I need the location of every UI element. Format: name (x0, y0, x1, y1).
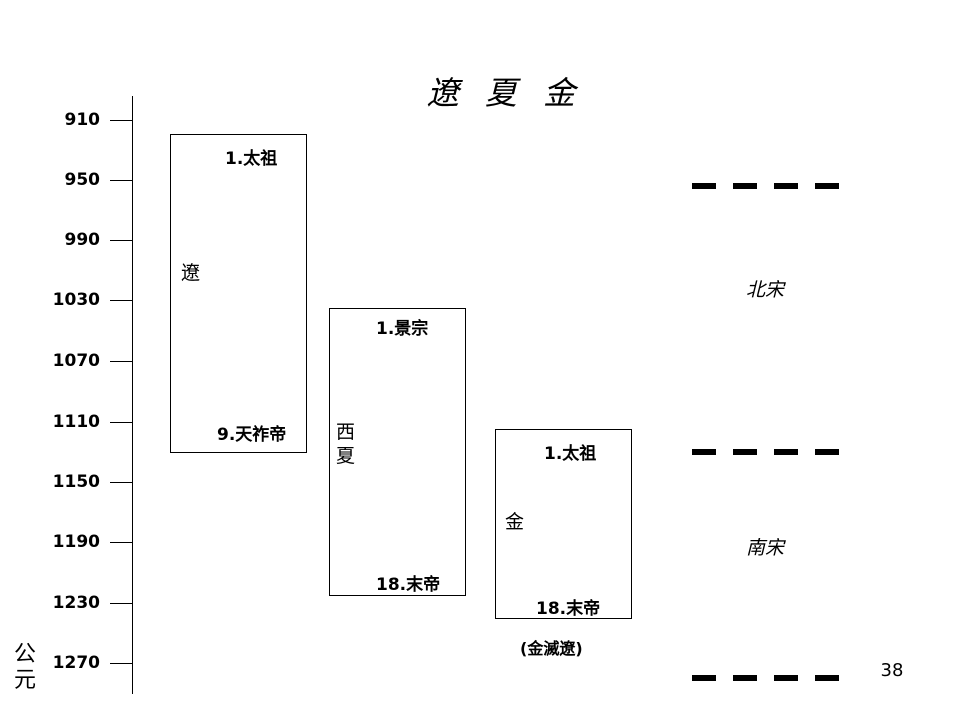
tick-mark (110, 422, 132, 423)
southern-song-label: 南宋 (746, 537, 785, 559)
liao-last-ruler: 9.天祚帝 (217, 425, 287, 445)
tick-mark (110, 180, 132, 181)
xixia-dynasty-name: 西 夏 (336, 420, 355, 468)
tick-mark (110, 663, 132, 664)
xixia-last-ruler: 18.末帝 (376, 575, 441, 595)
tick-label: 1150 (52, 472, 100, 492)
diagram-title: 遼 夏 金 (426, 74, 584, 112)
tick-mark (110, 603, 132, 604)
jin-dynasty-name: 金 (505, 511, 525, 533)
tick-label: 910 (64, 110, 101, 130)
jin-last-ruler: 18.末帝 (536, 599, 601, 619)
northern-song-start-line (692, 183, 844, 189)
jin-first-ruler: 1.太祖 (544, 444, 597, 464)
tick-label: 1230 (52, 593, 100, 613)
liao-first-ruler: 1.太祖 (225, 149, 278, 169)
tick-mark (110, 300, 132, 301)
xixia-name-char: 西 (336, 421, 356, 443)
tick-mark (110, 240, 132, 241)
liao-dynasty-name: 遼 (181, 262, 201, 284)
tick-label: 1190 (52, 532, 100, 552)
year-axis-line (132, 96, 133, 694)
xixia-first-ruler: 1.景宗 (376, 319, 429, 339)
axis-unit-char: 元 (13, 668, 36, 693)
southern-song-end-line (692, 675, 844, 681)
tick-label: 1070 (52, 351, 100, 371)
jin-conquers-liao-note: (金滅遼) (520, 639, 583, 658)
tick-label: 1110 (52, 412, 100, 432)
southern-song-start-line (692, 449, 844, 455)
tick-mark (110, 120, 132, 121)
xixia-dynasty-box: 1.景宗 西 夏 18.末帝 (329, 308, 466, 596)
tick-label: 1030 (52, 290, 100, 310)
jin-dynasty-box: 1.太祖 金 18.末帝 (495, 429, 632, 619)
tick-label: 990 (64, 230, 101, 250)
tick-label: 950 (64, 170, 101, 190)
tick-mark (110, 542, 132, 543)
page-number: 38 (880, 660, 904, 681)
liao-dynasty-box: 1.太祖 遼 9.天祚帝 (170, 134, 307, 453)
tick-mark (110, 361, 132, 362)
tick-label: 1270 (52, 653, 100, 673)
axis-unit-char: 公 (13, 642, 36, 667)
tick-mark (110, 482, 132, 483)
xixia-name-char: 夏 (336, 445, 356, 467)
northern-song-label: 北宋 (746, 279, 785, 301)
axis-unit-label: 公 元 (12, 642, 38, 694)
